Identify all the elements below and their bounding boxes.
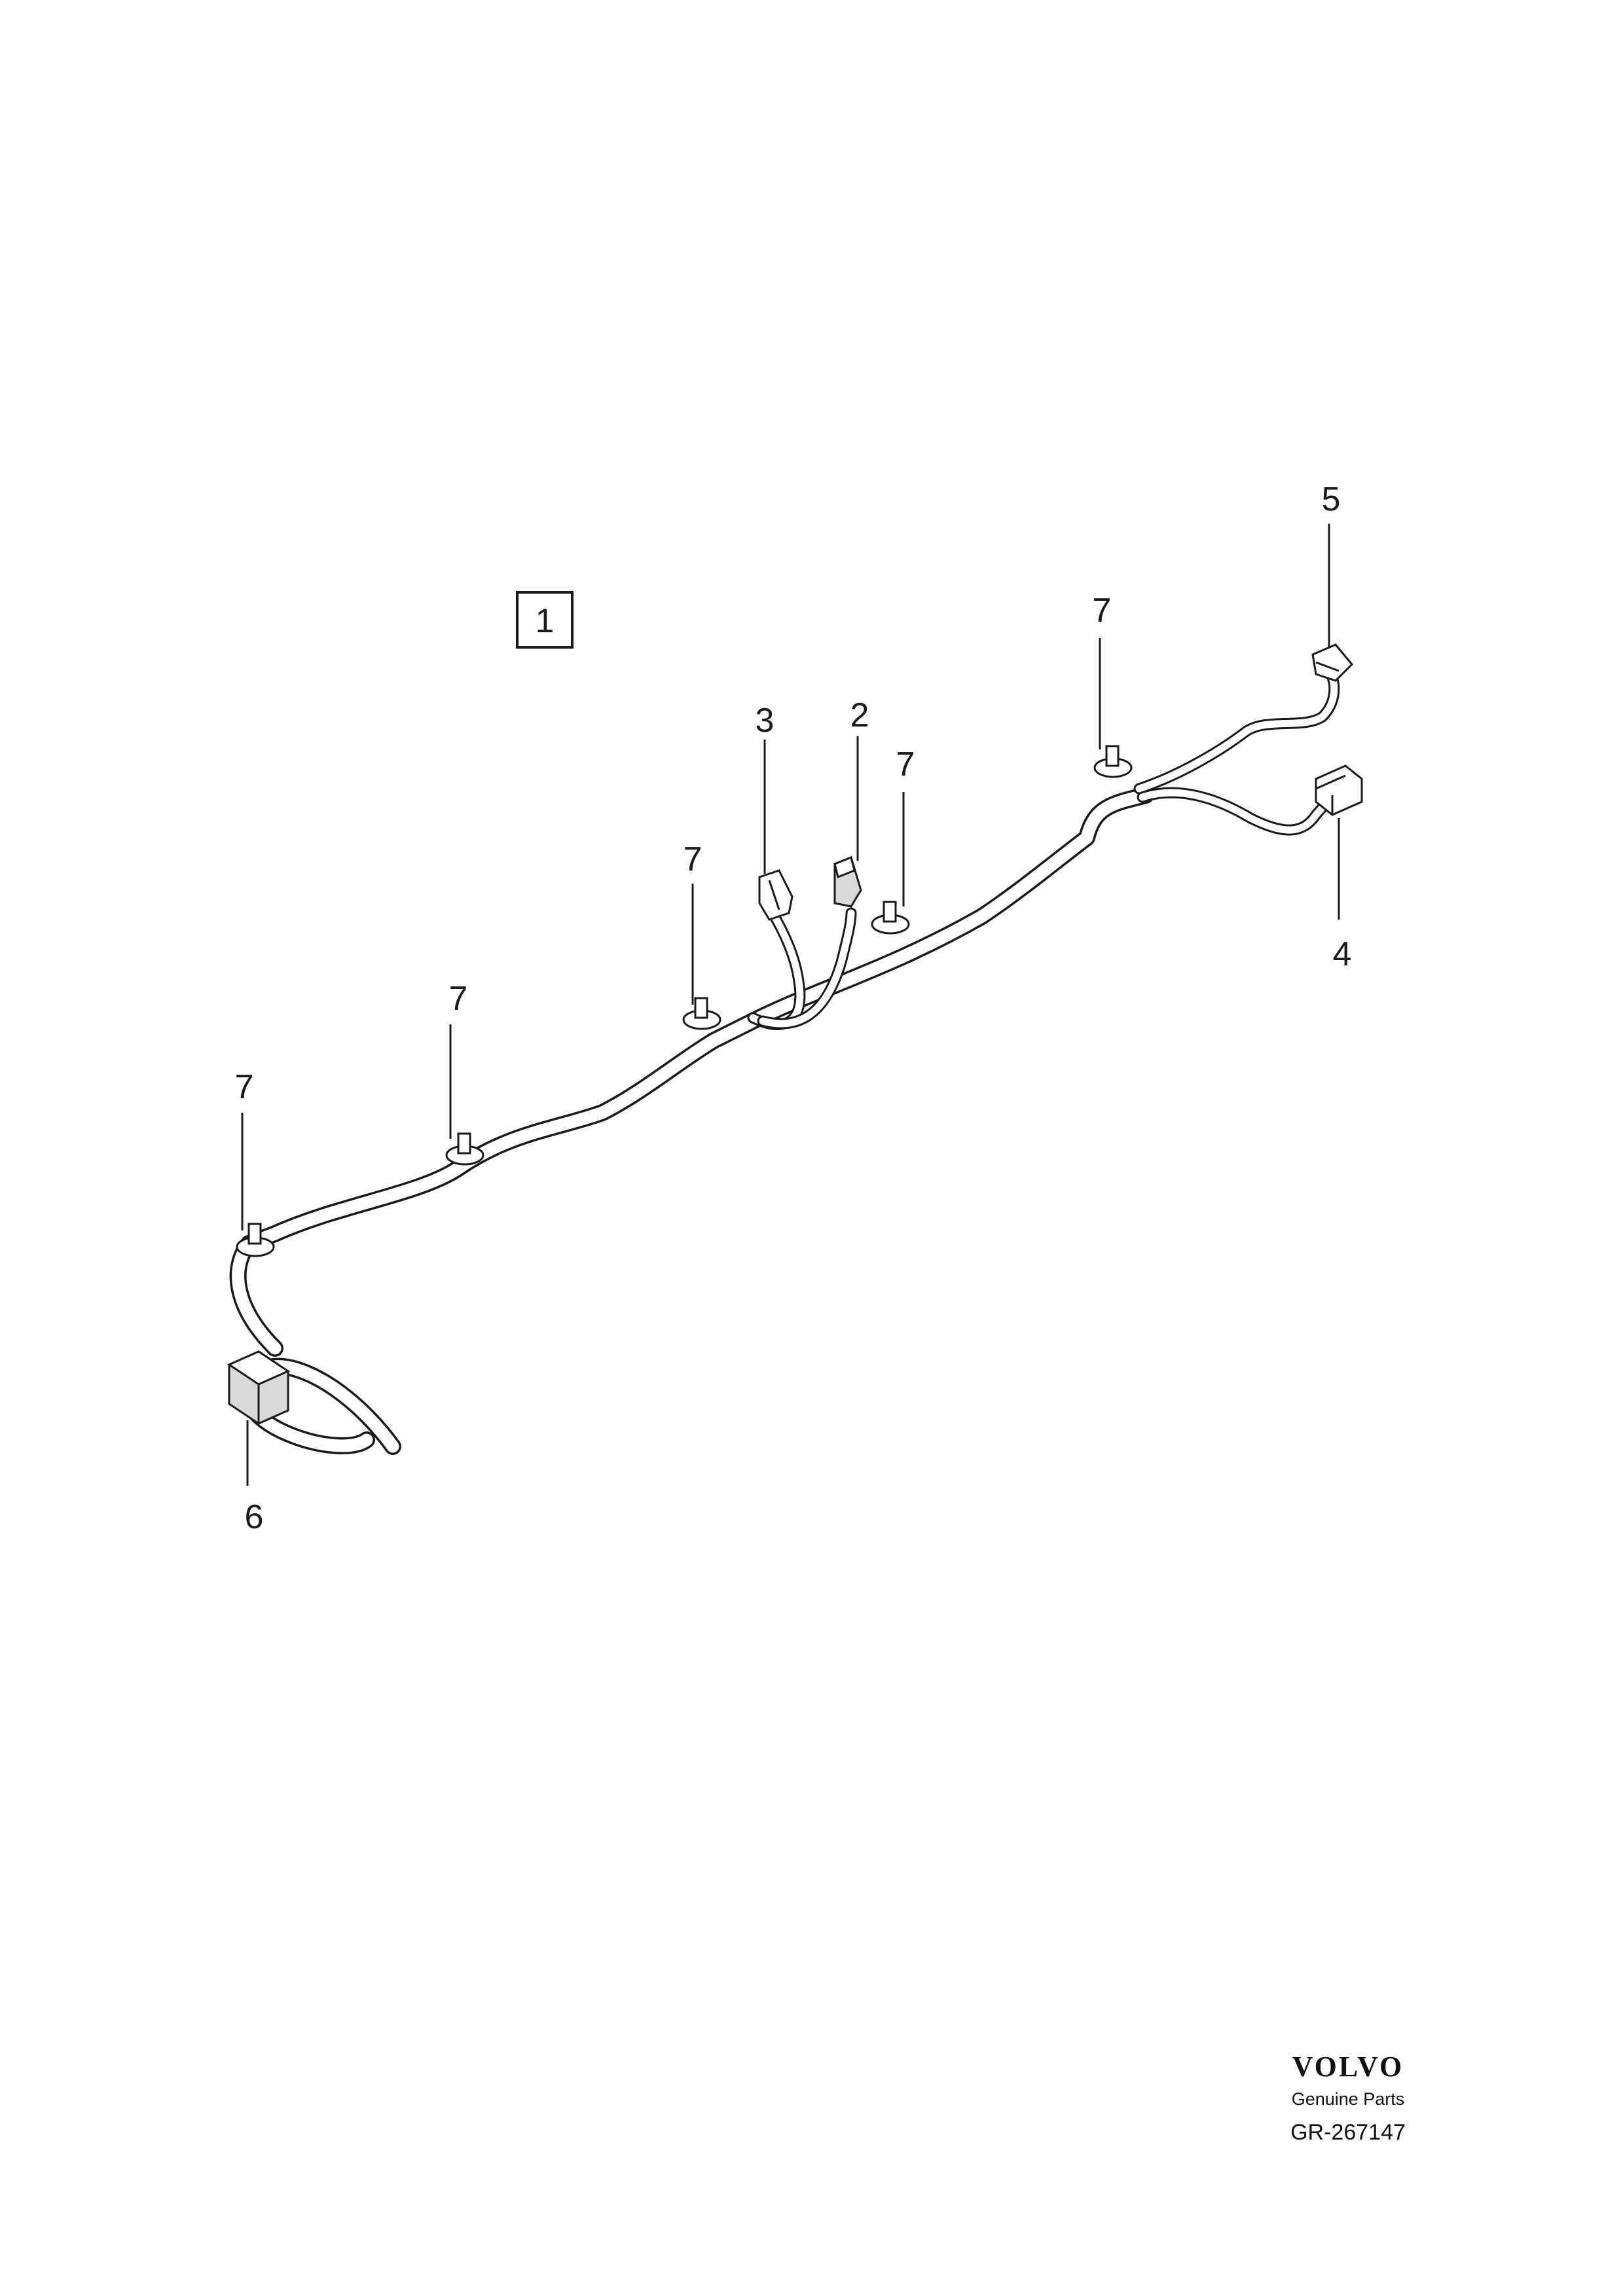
clip-d [871, 901, 910, 935]
connector-4 [1315, 764, 1363, 816]
leader-lines [241, 524, 1340, 1486]
connector-5 [1311, 643, 1354, 682]
clip-b [445, 1132, 484, 1166]
callout-6: 6 [245, 1498, 264, 1536]
harness-branch-middle [747, 907, 857, 1030]
callout-4: 4 [1333, 935, 1352, 973]
callout-7-clip-a: 7 [235, 1068, 254, 1106]
callout-2: 2 [850, 696, 869, 734]
callout-3: 3 [756, 702, 775, 740]
harness-branch-right [1133, 672, 1340, 836]
callout-7-clip-e: 7 [1093, 592, 1112, 630]
drawing-reference: GR-267147 [1290, 2120, 1406, 2145]
group-box-label: 1 [536, 602, 555, 640]
clip-e [1093, 745, 1133, 778]
connector-6 [227, 1350, 291, 1425]
clip-c [682, 997, 721, 1030]
callout-7-clip-b: 7 [449, 980, 468, 1018]
clip-a [236, 1223, 275, 1257]
callout-7-clip-d: 7 [896, 745, 915, 783]
group-box: 1 [516, 591, 574, 649]
callout-7-clip-c: 7 [684, 840, 702, 878]
callout-5: 5 [1322, 480, 1341, 518]
brand-block: VOLVO Genuine Parts GR-267147 [1263, 2053, 1433, 2145]
connector-3 [758, 869, 793, 921]
brand-subtitle: Genuine Parts [1291, 2089, 1405, 2109]
connector-2 [833, 855, 862, 908]
brand-logo: VOLVO [1292, 2051, 1404, 2083]
